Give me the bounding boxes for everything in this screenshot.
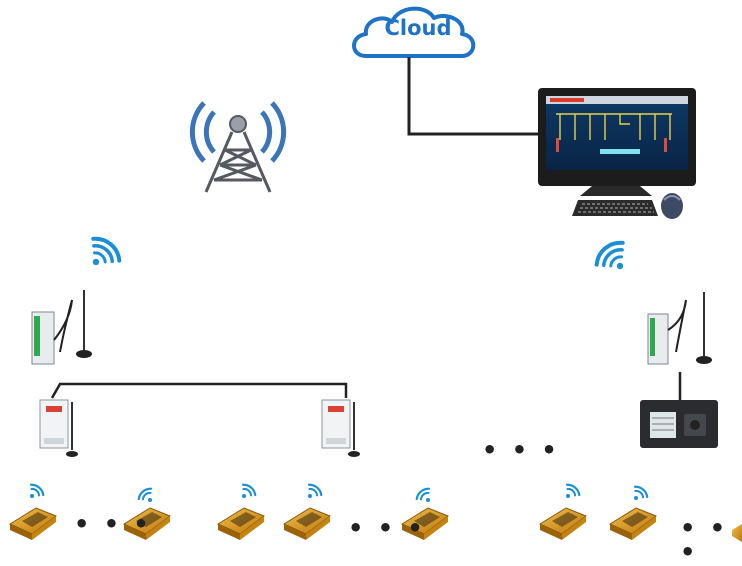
wifi-icon: [413, 485, 432, 504]
wireless-sensor-icon: [732, 524, 742, 542]
mouse-icon: [661, 193, 683, 219]
keyboard-icon: [572, 200, 658, 216]
wireless-sensor-icon: [609, 507, 657, 541]
gateway-modem-icon: [31, 290, 92, 365]
din-rail-module-icon: [321, 399, 351, 449]
wifi-icon: [90, 231, 126, 268]
control-panel-icon: [640, 400, 718, 448]
gateway-modem-icon: [647, 292, 712, 365]
signal-tower-icon: [189, 101, 287, 193]
antenna-icon: [348, 402, 360, 457]
ellipsis-sensors-3: • • •: [680, 514, 729, 566]
ellipsis-sensors-2: • • •: [348, 514, 426, 542]
network-diagram: [9, 6, 742, 542]
cloud-label: Cloud: [384, 16, 452, 40]
bus-cable: [50, 382, 348, 399]
wireless-sensor-icon: [217, 507, 265, 541]
wireless-sensor-icon: [283, 507, 331, 541]
wifi-icon: [28, 481, 47, 500]
wifi-icon: [240, 481, 259, 500]
cloud-icon: [352, 6, 476, 58]
ellipsis-sensors-1: • • •: [74, 510, 152, 538]
din-rail-module-icon: [39, 399, 69, 449]
wifi-icon: [135, 485, 154, 504]
computer-monitor-icon: [538, 88, 696, 196]
antenna-icon: [66, 402, 78, 457]
wifi-icon: [564, 481, 583, 500]
wifi-icon: [306, 481, 325, 500]
network-cable: [407, 57, 545, 136]
wifi-icon: [632, 483, 651, 502]
wireless-sensor-icon: [539, 507, 587, 541]
wireless-sensor-icon: [9, 507, 57, 541]
ellipsis-middle: • • •: [482, 436, 560, 464]
wifi-icon: [590, 235, 626, 272]
